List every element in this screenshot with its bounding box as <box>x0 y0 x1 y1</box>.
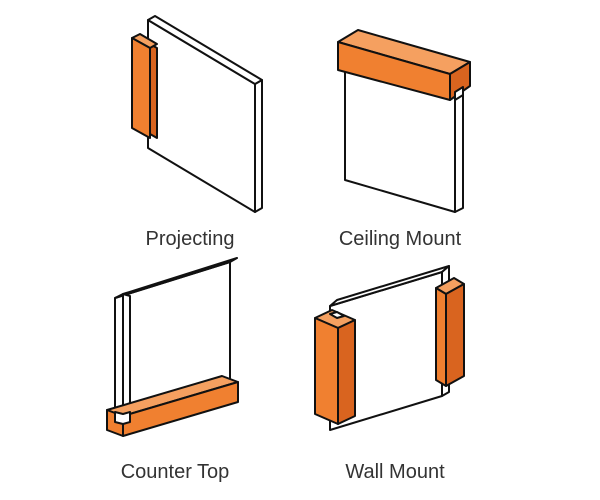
ceiling-mount-diagram: Ceiling Mount <box>337 29 471 250</box>
ceiling-mount-label: Ceiling Mount <box>339 228 462 250</box>
counter-panel-top-edge <box>114 257 238 299</box>
wall-mount-label: Wall Mount <box>345 461 445 483</box>
projecting-diagram: Projecting <box>131 15 263 250</box>
projecting-label: Projecting <box>146 228 235 250</box>
wall-right-bracket-front <box>435 287 447 387</box>
projecting-bracket-side <box>149 43 158 139</box>
counter-top-diagram: Counter Top <box>106 257 239 483</box>
wall-left-bracket-side <box>337 319 356 425</box>
wall-mount-diagram: Wall Mount <box>314 265 465 483</box>
wall-right-bracket-side <box>445 283 465 387</box>
projecting-panel-top-edge <box>147 15 263 85</box>
counter-bracket-long-face <box>122 381 239 437</box>
projecting-bracket-front <box>131 37 151 139</box>
ceiling-panel-edge <box>454 83 464 213</box>
projecting-panel-edge <box>254 79 263 213</box>
counter-panel-edge <box>122 293 131 421</box>
counter-top-label: Counter Top <box>121 461 230 483</box>
counter-bracket-slot <box>114 411 131 425</box>
ceiling-bracket-slot <box>454 86 464 101</box>
wall-left-bracket-front <box>314 317 339 425</box>
ceiling-bracket-side <box>449 61 471 101</box>
wall-left-bracket-slot <box>329 311 345 319</box>
